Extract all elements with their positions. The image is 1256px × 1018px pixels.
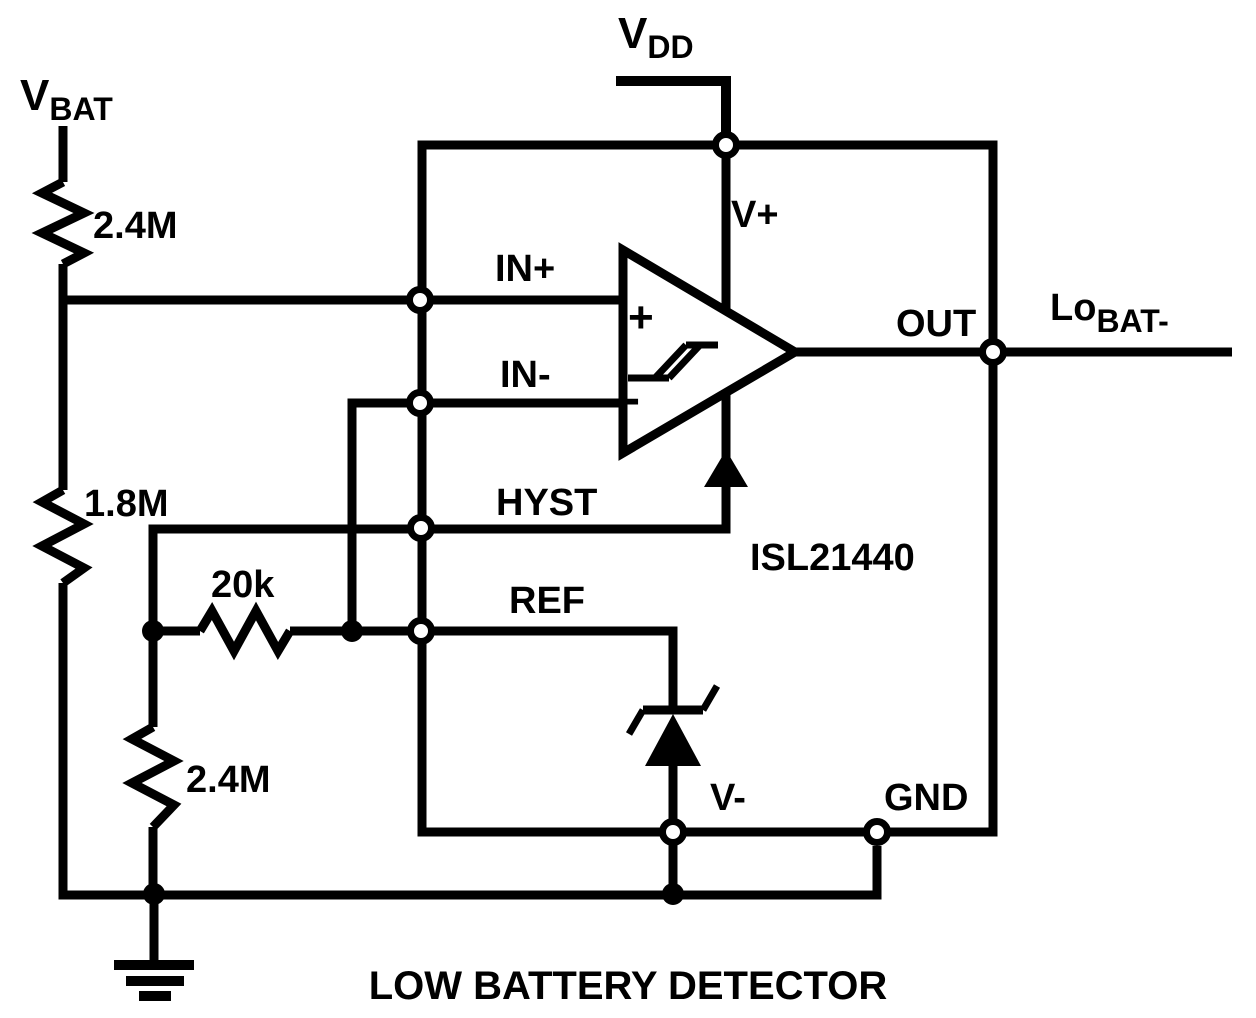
- hysteresis-icon: [628, 341, 718, 382]
- pin-gnd: [863, 818, 891, 846]
- pin-in-plus: [406, 286, 434, 314]
- pin-label-v-plus: V+: [731, 194, 779, 236]
- wire-in-minus: [347, 398, 623, 631]
- pin-label-ref: REF: [509, 580, 585, 622]
- resistor-label-divider-bottom: 2.4M: [186, 759, 270, 801]
- resistor-divider-mid-symbol: [32, 486, 94, 587]
- zener-cathode-tick-right: [699, 684, 721, 712]
- pin-out: [979, 338, 1007, 366]
- pin-hyst: [407, 514, 435, 542]
- ic-boundary-box: [417, 140, 998, 837]
- net-label-vbat: VBAT: [20, 71, 113, 127]
- pin-v-plus-supply: [712, 131, 740, 159]
- junction-dot: [143, 883, 165, 905]
- schematic-title: LOW BATTERY DETECTOR: [369, 964, 888, 1008]
- junction-dot: [142, 620, 164, 642]
- resistor-hyst-series-symbol: [196, 601, 294, 661]
- hyst-arrowhead-icon: [704, 450, 748, 487]
- net-label-lobat: LoBAT-: [1050, 287, 1169, 339]
- part-number-label: ISL21440: [750, 537, 915, 579]
- net-label-vdd: VDD: [618, 9, 694, 65]
- pin-ref: [407, 617, 435, 645]
- resistor-label-hyst-series: 20k: [211, 564, 275, 606]
- pin-label-v-minus: V-: [710, 777, 746, 819]
- junction-dot: [341, 620, 363, 642]
- comparator-minus-sign: -: [624, 372, 640, 425]
- resistor-divider-bottom-symbol: [122, 723, 184, 831]
- comparator-plus-sign: +: [628, 293, 654, 342]
- resistor-label-divider-top: 2.4M: [93, 205, 177, 247]
- pin-in-minus: [406, 389, 434, 417]
- wire-ref-net: [352, 626, 678, 707]
- pin-v-minus: [659, 818, 687, 846]
- zener-anode-triangle: [645, 714, 701, 766]
- resistor-divider-top-symbol: [31, 178, 95, 268]
- comparator-triangle: [618, 242, 804, 461]
- pin-label-hyst: HYST: [496, 482, 597, 524]
- pin-label-in-plus: IN+: [495, 248, 555, 290]
- junction-dot: [662, 883, 684, 905]
- pin-label-in-minus: IN-: [500, 354, 551, 396]
- pin-label-gnd: GND: [884, 777, 968, 819]
- wire-ground-rail: [58, 583, 882, 900]
- pin-label-out: OUT: [896, 303, 976, 345]
- wire-vdd-rail: [616, 76, 731, 133]
- resistor-label-divider-mid: 1.8M: [84, 483, 168, 525]
- zener-cathode-tick-left: [625, 708, 647, 736]
